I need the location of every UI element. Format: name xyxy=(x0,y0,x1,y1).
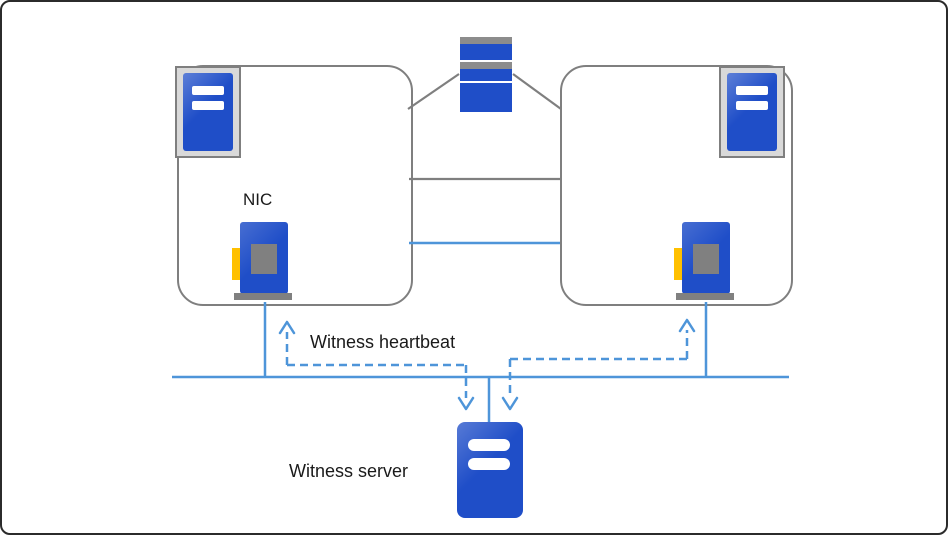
storage-segment xyxy=(460,83,512,112)
nic-base xyxy=(676,293,734,300)
storage-stack-icon xyxy=(460,37,512,112)
server-slot-bar xyxy=(192,86,224,95)
nic-connector-tab xyxy=(232,248,242,280)
heartbeat-left-down-arrowhead xyxy=(457,396,475,411)
witness-heartbeat-label: Witness heartbeat xyxy=(310,332,456,352)
nic-connector-tab xyxy=(674,248,684,280)
nic-body xyxy=(240,222,288,294)
server-slot-bar xyxy=(192,101,224,110)
nic-icon-right xyxy=(674,220,736,302)
server-slot-bar xyxy=(468,458,510,470)
storage-link-left-line xyxy=(407,73,460,110)
cluster-node-right xyxy=(560,65,793,306)
nic-icon-left xyxy=(232,220,294,302)
storage-segment xyxy=(460,44,512,60)
storage-gap xyxy=(460,60,512,62)
heartbeat-left-up-arrowhead xyxy=(278,320,296,335)
storage-divider xyxy=(460,37,512,44)
storage-segment xyxy=(460,69,512,81)
nic-body xyxy=(682,222,730,294)
nic-chip xyxy=(693,244,719,274)
nic-label: NIC xyxy=(243,190,273,209)
server-slot-bar xyxy=(468,439,510,451)
witness-server-icon xyxy=(457,422,523,518)
server-slot-bar xyxy=(736,86,768,95)
server-slot-bar xyxy=(736,101,768,110)
server-icon-body xyxy=(727,73,777,151)
server-icon-body xyxy=(183,73,233,151)
storage-gap xyxy=(460,81,512,83)
server-icon-right xyxy=(719,66,785,158)
server-icon-left xyxy=(175,66,241,158)
nic-base xyxy=(234,293,292,300)
witness-server-label: Witness server xyxy=(289,461,409,481)
heartbeat-right-down-arrowhead xyxy=(501,396,519,411)
storage-link-right-line xyxy=(512,73,562,110)
nic-chip xyxy=(251,244,277,274)
heartbeat-right-up-arrowhead xyxy=(678,318,696,333)
cluster-node-left xyxy=(177,65,413,306)
storage-divider xyxy=(460,62,512,69)
